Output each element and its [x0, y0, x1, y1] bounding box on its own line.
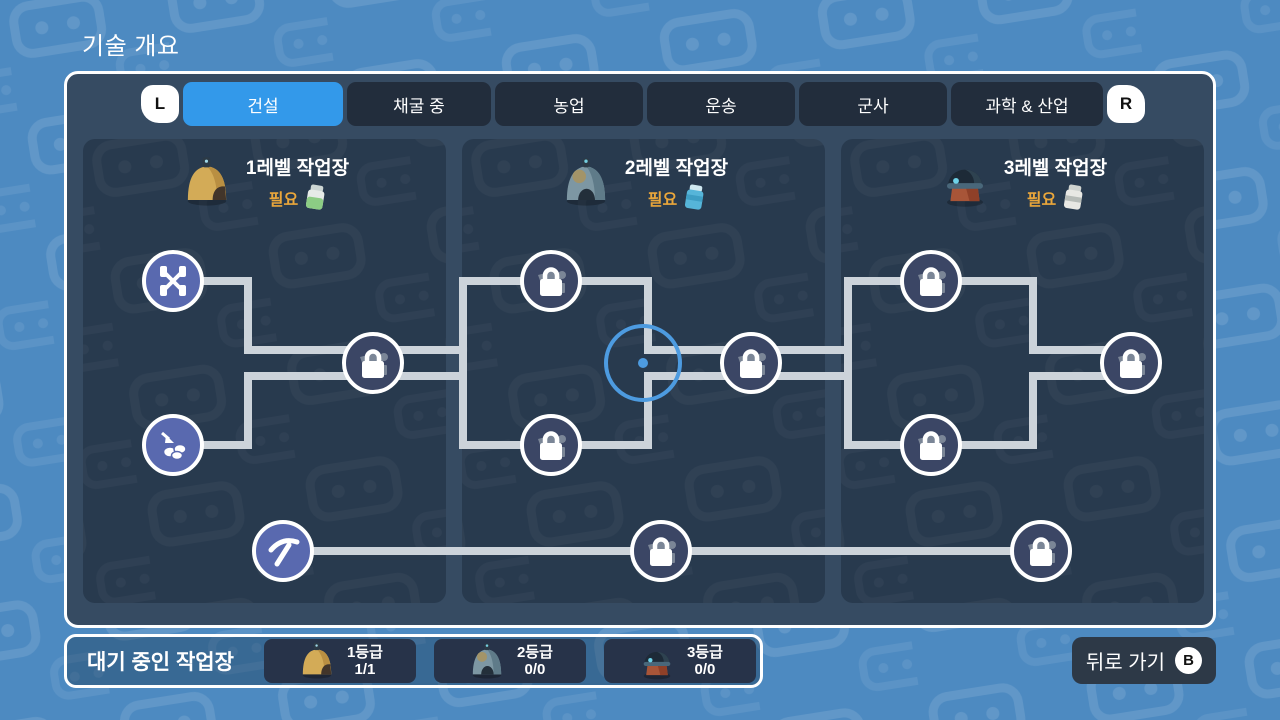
- tab-military[interactable]: 군사: [799, 82, 947, 126]
- tech-node-locked-4[interactable]: [720, 332, 782, 394]
- tree-connector: [644, 346, 753, 354]
- tier2-count: 0/0: [524, 661, 546, 678]
- tier2-queue-card: 2등급 0/0: [433, 639, 586, 683]
- tier3-grade-label: 3등급: [686, 643, 723, 661]
- lock-icon: [1115, 346, 1147, 380]
- tier3-column-title: 3레벨 작업장: [1003, 158, 1108, 179]
- lock-icon: [735, 346, 767, 380]
- tree-connector: [1029, 372, 1037, 449]
- tier3-workshop-icon: [946, 169, 983, 207]
- tree-connector: [844, 277, 909, 285]
- tree-connector: [953, 441, 1037, 449]
- tier2-grade-label: 2등급: [516, 643, 553, 661]
- tab-mining[interactable]: 채굴 중: [347, 82, 491, 126]
- tree-connector: [844, 277, 852, 449]
- tier3-queue-card: 3등급 0/0: [603, 639, 756, 683]
- tree-connector: [573, 441, 652, 449]
- lock-icon: [915, 264, 947, 298]
- tab-agriculture[interactable]: 농업: [495, 82, 643, 126]
- tree-connector: [199, 441, 252, 449]
- tier3-count: 0/0: [694, 661, 716, 678]
- tech-node-locked-9[interactable]: [1010, 520, 1072, 582]
- queue-label: 대기 중인 작업장: [87, 651, 234, 674]
- grey-canister-icon: [1064, 184, 1083, 210]
- tab-construction[interactable]: 건설: [183, 82, 343, 126]
- tech-node-crossroads[interactable]: [142, 250, 204, 312]
- tree-connector: [644, 372, 753, 380]
- tree-connector: [459, 277, 529, 285]
- tree-connector: [459, 277, 467, 449]
- tree-connector: [199, 277, 252, 285]
- tier2-workshop-icon: [566, 158, 605, 206]
- lock-icon: [645, 534, 677, 568]
- lock-icon: [535, 428, 567, 462]
- tech-node-locked-3[interactable]: [520, 414, 582, 476]
- tier2-column-title: 2레벨 작업장: [624, 158, 729, 179]
- tech-node-locked-1[interactable]: [342, 332, 404, 394]
- tech-overview-panel: L 건설 채굴 중 농업 운송 군사 과학 & 산업 R 1레벨 작업장 필요: [64, 71, 1216, 628]
- page-title: 기술 개요: [82, 33, 180, 60]
- green-canister-icon: [306, 184, 325, 210]
- tree-connector: [1029, 372, 1133, 380]
- tree-connector: [753, 372, 852, 380]
- tree-connector: [573, 277, 652, 285]
- tier1-column-header: 1레벨 작업장 필요: [83, 139, 446, 211]
- back-button-label: 뒤로 가기: [1085, 652, 1166, 674]
- tier2-requires-label: 필요: [647, 191, 678, 209]
- tree-connector: [1029, 277, 1037, 354]
- lock-icon: [915, 428, 947, 462]
- tier1-requires-label: 필요: [268, 191, 299, 209]
- crossroads-icon: [160, 266, 186, 296]
- tree-connector: [244, 372, 351, 380]
- lock-icon: [535, 264, 567, 298]
- tree-connector: [244, 372, 252, 449]
- tier1-grade-label: 1등급: [346, 643, 383, 661]
- tree-connector: [644, 277, 652, 354]
- category-tabbar: L 건설 채굴 중 농업 운송 군사 과학 & 산업 R: [141, 82, 1145, 126]
- shoulder-button-right[interactable]: R: [1107, 85, 1145, 123]
- tree-connector: [644, 372, 652, 449]
- tab-transport[interactable]: 운송: [647, 82, 795, 126]
- tree-connector: [844, 441, 909, 449]
- tab-science-industry[interactable]: 과학 & 산업: [951, 82, 1103, 126]
- lock-icon: [1025, 534, 1057, 568]
- tree-connector: [375, 372, 467, 380]
- tree-connector: [375, 346, 467, 354]
- tier1-workshop-icon: [302, 642, 332, 679]
- tier1-queue-card: 1등급 1/1: [263, 639, 416, 683]
- tech-node-locked-7[interactable]: [1100, 332, 1162, 394]
- tier1-workshop-icon: [187, 157, 226, 206]
- back-button[interactable]: 뒤로 가기 B: [1072, 637, 1216, 684]
- tech-node-locked-6[interactable]: [900, 414, 962, 476]
- tier3-workshop-icon: [643, 651, 671, 680]
- lock-icon: [357, 346, 389, 380]
- shoulder-button-left[interactable]: L: [141, 85, 179, 123]
- tier1-count: 1/1: [354, 661, 376, 678]
- workshop-queue-bar: 대기 중인 작업장 1등급 1/1 2등급 0/0 3등급 0/0: [64, 634, 763, 688]
- tier3-requires-label: 필요: [1026, 191, 1057, 209]
- tech-node-locked-8[interactable]: [630, 520, 692, 582]
- tree-connector: [459, 441, 529, 449]
- tech-node-gather-stones[interactable]: [142, 414, 204, 476]
- blue-canister-icon: [685, 184, 704, 210]
- tech-node-locked-2[interactable]: [520, 250, 582, 312]
- tier1-column-title: 1레벨 작업장: [245, 158, 350, 179]
- tech-node-pickaxe[interactable]: [252, 520, 314, 582]
- gather-stones-icon: [161, 431, 187, 461]
- tree-connector: [753, 346, 852, 354]
- gamepad-b-key-icon: B: [1175, 647, 1203, 674]
- tier2-workshop-icon: [472, 643, 502, 679]
- tree-connector: [244, 346, 351, 354]
- tier3-column-header: 3레벨 작업장 필요: [841, 139, 1204, 211]
- tier2-column-header: 2레벨 작업장 필요: [462, 139, 825, 211]
- tech-node-locked-5[interactable]: [900, 250, 962, 312]
- pickaxe-icon: [268, 538, 300, 567]
- tree-connector: [1029, 346, 1133, 354]
- tree-connector: [244, 277, 252, 354]
- tree-connector: [953, 277, 1037, 285]
